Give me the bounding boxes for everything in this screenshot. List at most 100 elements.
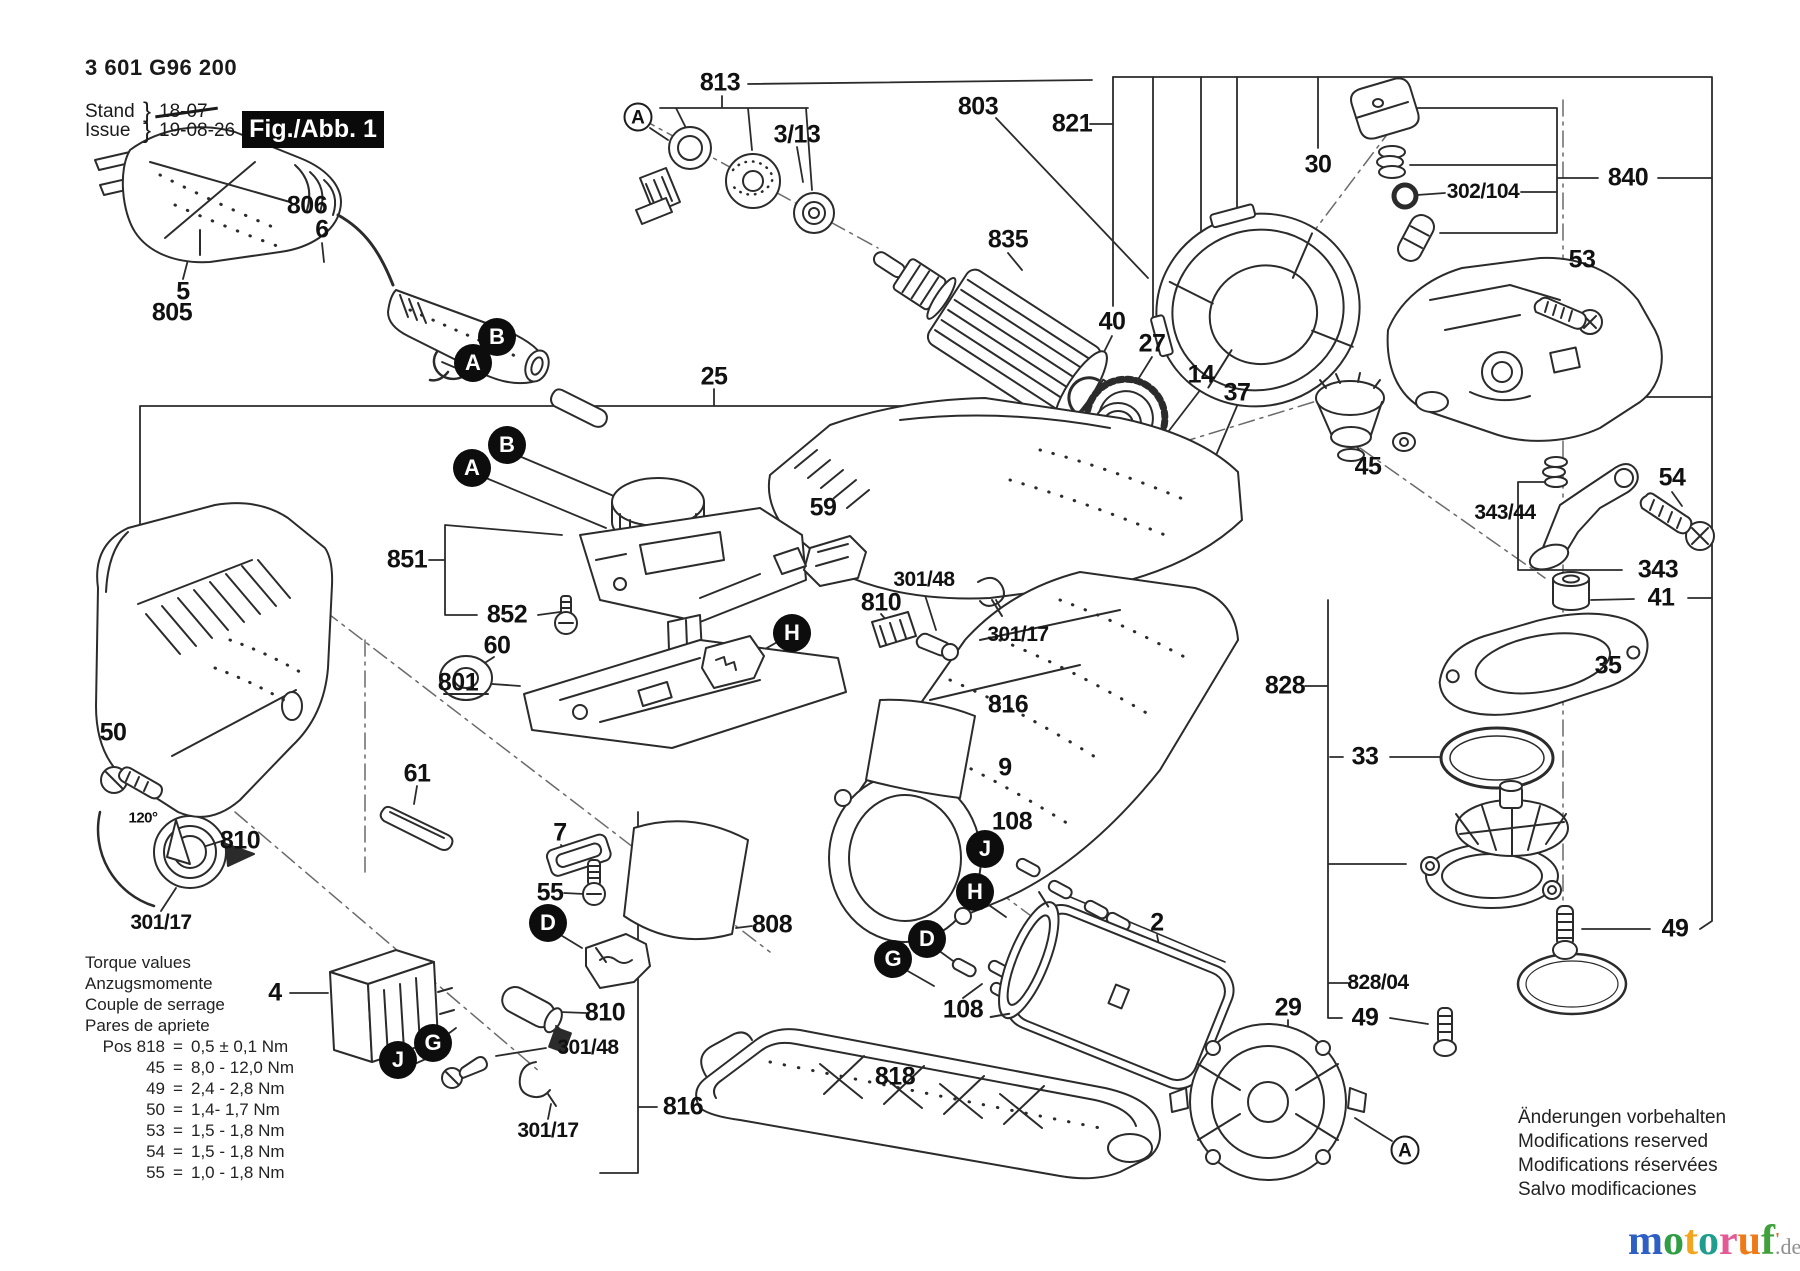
- ref-circle-D-10: D: [908, 920, 946, 958]
- part-label-25: 25: [700, 362, 728, 391]
- part-59-drawing: [773, 535, 867, 587]
- logo-suffix: .de: [1775, 1234, 1800, 1259]
- ref-circle-J-13: J: [379, 1041, 417, 1079]
- part-label-108: 108: [942, 995, 984, 1024]
- torque-title-line: Anzugsmomente: [85, 974, 213, 993]
- torque-row: 50=1,4- 1,7 Nm: [85, 1099, 294, 1120]
- torque-value: 2,4 - 2,8 Nm: [191, 1079, 285, 1098]
- torque-equals: =: [173, 1142, 183, 1161]
- part-label-49: 49: [1351, 1003, 1379, 1032]
- plate-7-drawing: [545, 833, 651, 989]
- part-label-55: 55: [536, 878, 564, 907]
- issue-brace: }: [143, 117, 152, 144]
- part-label-301-17: 301/17: [130, 911, 192, 934]
- issue-label: Issue: [85, 120, 131, 141]
- torque-value: 1,0 - 1,8 Nm: [191, 1163, 285, 1182]
- mid-cluster-drawing: [701, 576, 1005, 689]
- part-label-828: 828: [1264, 671, 1306, 700]
- motoruf-logo: motoruf'.de: [1628, 1218, 1800, 1270]
- logo-letter: m: [1628, 1218, 1663, 1264]
- torque-row: 54=1,5 - 1,8 Nm: [85, 1141, 294, 1162]
- cable-spiral-drawing: [96, 810, 255, 908]
- torque-equals: =: [173, 1058, 183, 1077]
- torque-row: 55=1,0 - 1,8 Nm: [85, 1162, 294, 1183]
- part-label-852: 852: [486, 600, 528, 629]
- pin-61-drawing: [379, 805, 454, 851]
- part-label-49: 49: [1661, 914, 1689, 943]
- part-label-805: 805: [151, 298, 193, 327]
- ref-circle-B-2: B: [478, 318, 516, 356]
- logo-letter: f: [1761, 1218, 1776, 1264]
- torque-equals: =: [173, 1163, 183, 1182]
- logo-letter: r: [1719, 1218, 1738, 1264]
- part-label-40: 40: [1098, 307, 1126, 336]
- torque-row: 49 = 2,4 - 2,8 Nm: [85, 1078, 294, 1099]
- part-label-835: 835: [987, 225, 1029, 254]
- part-label-840: 840: [1607, 163, 1649, 192]
- torque-value: 1,5 - 1,8 Nm: [191, 1121, 285, 1140]
- part-label-9: 9: [998, 753, 1012, 782]
- part-label-53: 53: [1568, 245, 1596, 274]
- ref-circle-A-1: A: [1390, 1135, 1420, 1165]
- bottom-cover-drawing: [695, 1028, 1161, 1180]
- cord-guard-drawing: [387, 289, 608, 428]
- logo-letter: u: [1737, 1218, 1762, 1264]
- gear-housing-drawing: [1386, 256, 1663, 442]
- torque-row: Pos 818=0,5 ± 0,1 Nm: [85, 1036, 294, 1057]
- part-label-302-104: 302/104: [1446, 180, 1520, 203]
- ref-circle-G-12: G: [414, 1024, 452, 1062]
- torque-equals: =: [173, 1121, 183, 1140]
- part-label-810: 810: [219, 826, 261, 855]
- screw-49-left-drawing: [1433, 1007, 1457, 1057]
- part-label-801: 801: [437, 668, 479, 697]
- part-label-50: 50: [99, 718, 127, 747]
- part-label-301-17: 301/17: [987, 623, 1049, 646]
- torque-equals: =: [173, 1079, 183, 1098]
- ref-circle-A-5: A: [453, 449, 491, 487]
- ref-circle-H-6: H: [773, 614, 811, 652]
- part-label-5: 5: [176, 277, 190, 306]
- suppressor-drawing: [441, 986, 572, 1107]
- part-label-810: 810: [584, 998, 626, 1027]
- part-label-108: 108: [991, 807, 1033, 836]
- modifications-note-line: Modifications réservées: [1518, 1155, 1718, 1176]
- figure-number-badge: Fig./Abb. 1: [242, 111, 384, 148]
- torque-row: 53=1,5 - 1,8 Nm: [85, 1120, 294, 1141]
- torque-row: 45=8,0 - 12,0 Nm: [85, 1057, 294, 1078]
- logo-letter: t: [1684, 1218, 1698, 1264]
- power-plug-drawing: [94, 126, 473, 382]
- screw-852-drawing: [554, 595, 578, 635]
- torque-pos: 45: [146, 1058, 165, 1077]
- screw-55-drawing: [582, 859, 606, 906]
- part-label-61: 61: [403, 759, 431, 788]
- stator-drawing: [989, 891, 1235, 1090]
- slider-drawing: [523, 639, 847, 749]
- torque-pos: 54: [146, 1142, 165, 1161]
- part-label-14: 14: [1187, 360, 1215, 389]
- lever-343-drawing: [1528, 456, 1715, 571]
- part-label-828-04: 828/04: [1347, 971, 1409, 994]
- clamp-60-drawing: [439, 655, 493, 701]
- part-label-60: 60: [483, 631, 511, 660]
- issue-value: 19-08-26: [159, 120, 236, 141]
- part-label-30: 30: [1304, 150, 1332, 179]
- ref-circle-D-7: D: [529, 904, 567, 942]
- torque-pos: 49: [146, 1079, 165, 1098]
- part-label-810: 810: [860, 588, 902, 617]
- part-label-301-17: 301/17: [517, 1119, 579, 1142]
- o-ring-33-drawing: [1439, 726, 1555, 790]
- part-label-821: 821: [1051, 109, 1093, 138]
- part-label-803: 803: [957, 92, 999, 121]
- part-label-3-13: 3/13: [773, 120, 821, 149]
- torque-equals: =: [173, 1100, 183, 1119]
- stand-label: Stand: [85, 101, 135, 122]
- part-label-816: 816: [662, 1092, 704, 1121]
- capacitor-drawing: [329, 949, 455, 1063]
- part-label-2: 2: [1150, 908, 1164, 937]
- modifications-note-line: Modifications reserved: [1518, 1131, 1709, 1152]
- fan-flange-drawing: [1420, 780, 1569, 909]
- part-label-37: 37: [1223, 378, 1251, 407]
- screw-53-drawing: [1533, 296, 1603, 335]
